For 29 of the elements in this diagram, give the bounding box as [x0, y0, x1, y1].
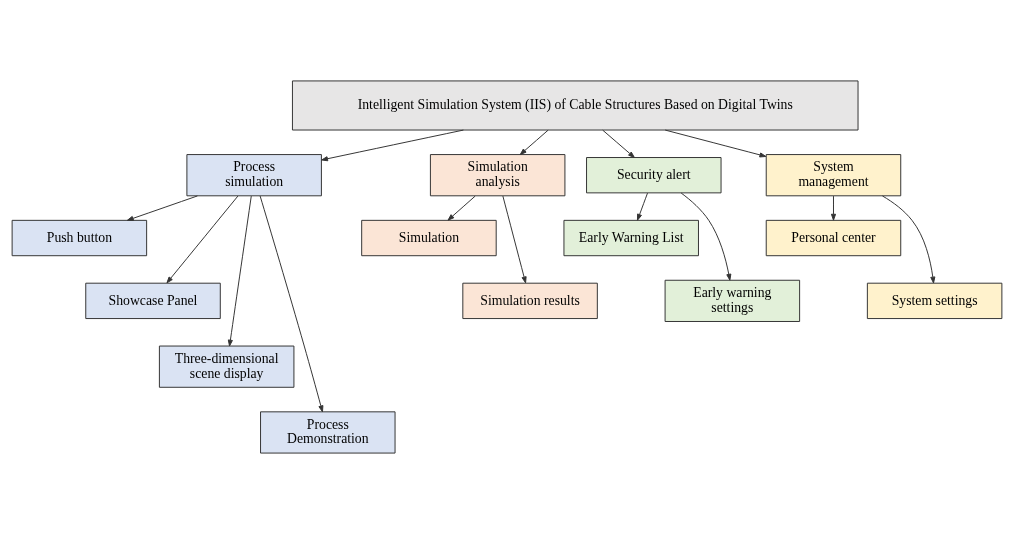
node-box: Security alert — [586, 156, 722, 193]
arrow — [321, 129, 464, 161]
arrow — [830, 195, 837, 221]
arrow — [227, 195, 252, 346]
arrow — [881, 194, 936, 283]
arrow — [664, 129, 767, 157]
node-box: Intelligent Simulation System (IIS) of Cable Structures Based on Digital Twins — [291, 79, 859, 130]
node-box: Simulation results — [462, 282, 598, 319]
node-box: Personal center — [765, 219, 902, 256]
node-box: Process simulation — [186, 153, 322, 196]
arrow — [259, 195, 324, 412]
node-box: Early Warning List — [563, 219, 699, 256]
arrow — [637, 192, 648, 221]
arrow — [166, 195, 239, 283]
arrow — [519, 129, 549, 155]
arrow — [447, 195, 476, 221]
arrow — [680, 192, 732, 281]
node-box: Three-dimensional scene display — [158, 345, 295, 388]
node-box: Early warning settings — [664, 279, 801, 322]
node-box: Process Demonstration — [260, 410, 396, 454]
arrow — [602, 129, 635, 158]
node-box: Push button — [11, 219, 148, 256]
node-box: System settings — [866, 282, 1003, 319]
node-box: Simulation analysis — [429, 153, 566, 196]
node-box: System management — [765, 153, 902, 196]
node-box: Showcase Panel — [85, 282, 221, 319]
arrow — [502, 195, 527, 283]
arrow — [126, 194, 198, 221]
node-box: Simulation — [361, 219, 497, 256]
